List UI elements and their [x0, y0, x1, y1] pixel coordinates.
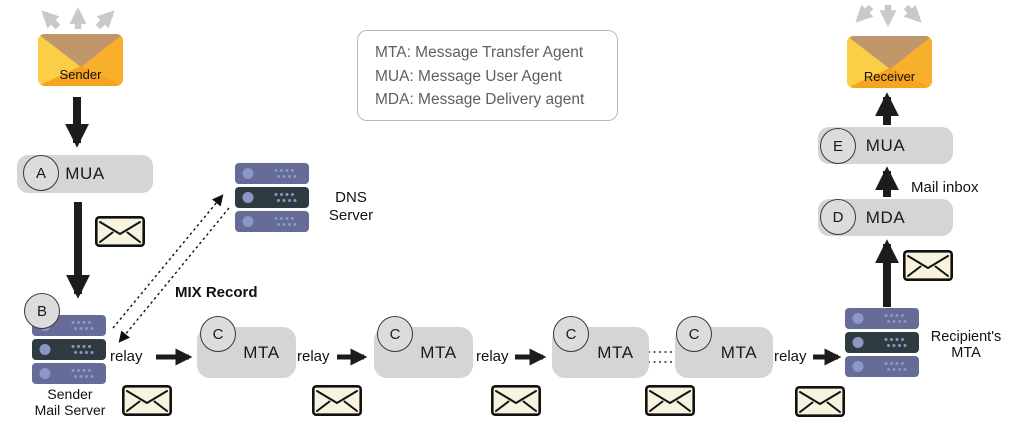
badge-c2: C: [377, 316, 413, 352]
receiver-envelope: Receiver: [847, 36, 932, 88]
badge-b: B: [24, 293, 60, 329]
relay-label-3: relay: [476, 348, 509, 365]
mail-inbox-label: Mail inbox: [911, 179, 979, 196]
legend-line-mua: MUA: Message User Agent: [375, 67, 562, 85]
mail-icon-relay-4: [645, 385, 695, 416]
recipient-mta-server-icon: [845, 308, 919, 377]
mta-label: MTA: [720, 342, 758, 362]
relay-label-2: relay: [297, 348, 330, 365]
badge-a: A: [23, 155, 59, 191]
mta-chain-dotted-connector: [648, 351, 676, 363]
badge-e: E: [820, 128, 856, 164]
mail-icon-to-mda: [903, 250, 953, 281]
receiver-broadcast-arrows: [855, 4, 922, 28]
legend-line-mda: MDA: Message Delivery agent: [375, 91, 585, 108]
mua-receiver-label: MUA: [865, 135, 906, 155]
dns-response-arrow: [118, 207, 230, 343]
relay-label-4: relay: [774, 348, 807, 365]
badge-d: D: [820, 199, 856, 235]
dns-server-icon: [235, 163, 309, 232]
sender-mail-server-label: Sender Mail Server: [34, 386, 106, 418]
mua-sender-label: MUA: [65, 164, 105, 183]
mta-label: MTA: [243, 342, 280, 362]
dns-query-arrow: [112, 194, 224, 329]
mta-label: MTA: [597, 342, 634, 362]
badge-c4: C: [676, 316, 712, 352]
mta-label: MTA: [420, 342, 457, 362]
mail-icon-relay-3: [491, 385, 541, 416]
mail-icon-relay-2: [312, 385, 362, 416]
sender-label: Sender: [59, 67, 102, 82]
sender-envelope: Sender: [38, 34, 123, 86]
badge-c3: C: [553, 316, 589, 352]
sender-broadcast-arrows: [41, 6, 115, 30]
mix-record-label: MIX Record: [175, 284, 258, 301]
mail-icon-relay-5: [795, 386, 845, 417]
dns-server-label: DNS Server: [328, 189, 374, 224]
recipients-mta-label: Recipient's MTA: [930, 329, 1002, 361]
legend-line-mta: MTA: Message Transfer Agent: [375, 44, 584, 61]
relay-label-1: relay: [110, 348, 143, 365]
mail-icon-mua-to-server: [95, 216, 145, 247]
mda-label: MDA: [865, 207, 906, 227]
receiver-label: Receiver: [863, 69, 916, 84]
badge-c1: C: [200, 316, 236, 352]
legend-box: MTA: Message Transfer Agent MUA: Message…: [357, 30, 618, 121]
